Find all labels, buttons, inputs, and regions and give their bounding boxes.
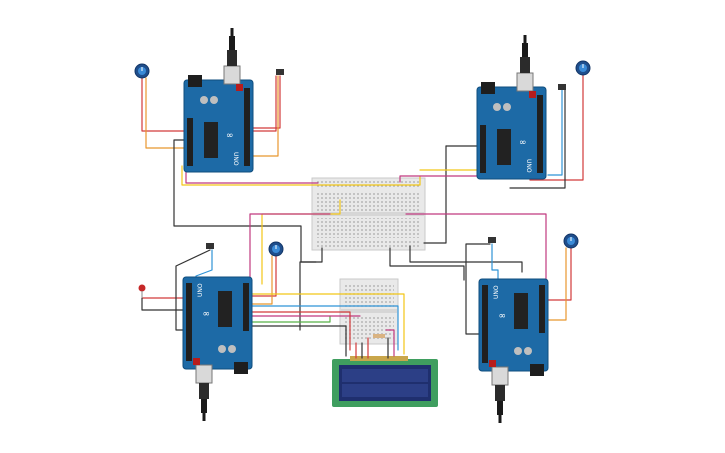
wire-black-19 — [389, 247, 465, 281]
wire-black-13 — [509, 85, 566, 189]
arduino-logo: ∞ — [226, 131, 234, 141]
wire-yellow-9 — [419, 157, 485, 171]
wire-black-22 — [141, 297, 187, 311]
lcd-16x2 — [332, 356, 438, 407]
wire-blue-12 — [547, 85, 563, 176]
wire-magenta-40 — [385, 329, 395, 357]
arduino-top-right: ∞ UNO — [476, 35, 547, 180]
wire-black-8 — [423, 145, 447, 244]
wire-magenta-16 — [249, 213, 331, 291]
wire-orange-1 — [145, 77, 187, 149]
arduino-top-left: ∞ UNO — [183, 28, 254, 173]
wire-red-31 — [229, 311, 351, 351]
wire-red-2 — [247, 75, 281, 129]
arduino-logo: ∞ — [499, 310, 507, 320]
wire-black-23 — [175, 249, 211, 331]
wire-yellow-5 — [181, 165, 421, 186]
arduino-logo: ∞ — [519, 138, 527, 148]
arduino-bottom-right: ∞ UNO — [478, 278, 549, 423]
sensor-connector-top-right — [558, 84, 566, 90]
potentiometer-bottom-left — [268, 241, 284, 257]
arduino-model-label: UNO — [232, 152, 239, 166]
sensor-connector-bottom-right — [488, 237, 496, 243]
sensor-connector-bottom-left — [206, 243, 214, 249]
wire-magenta-6 — [185, 171, 319, 184]
arduino-model-label: UNO — [493, 285, 500, 299]
wire-black-32 — [231, 325, 347, 357]
wire-blue-30 — [229, 305, 399, 351]
mini-breadboard — [339, 278, 399, 345]
wire-orange-3 — [249, 75, 279, 157]
red-led — [138, 284, 146, 298]
wire-black-18 — [299, 247, 323, 331]
wire-green-28 — [229, 315, 331, 323]
board-layer: ∞ UNO ∞ UNO ∞ UNO ∞ UNO — [134, 28, 591, 423]
wire-yellow-27 — [237, 293, 405, 355]
wire-blue-34 — [491, 243, 499, 283]
sensor-connector-top-left — [276, 69, 284, 75]
wire-magenta-10 — [399, 175, 487, 183]
wire-orange-26 — [249, 255, 273, 305]
potentiometer-top-right — [575, 60, 591, 76]
arduino-logo: ∞ — [203, 308, 211, 318]
potentiometer-top-left — [134, 63, 150, 79]
arduino-bottom-left: ∞ UNO — [182, 276, 253, 421]
arduino-model-label: UNO — [197, 283, 204, 297]
wire-red-35 — [547, 247, 572, 301]
potentiometer-bottom-right — [563, 233, 579, 249]
arduino-model-label: UNO — [525, 159, 532, 173]
resistor — [373, 334, 385, 338]
wire-magenta-17 — [405, 213, 547, 283]
wire-red-25 — [249, 255, 277, 297]
